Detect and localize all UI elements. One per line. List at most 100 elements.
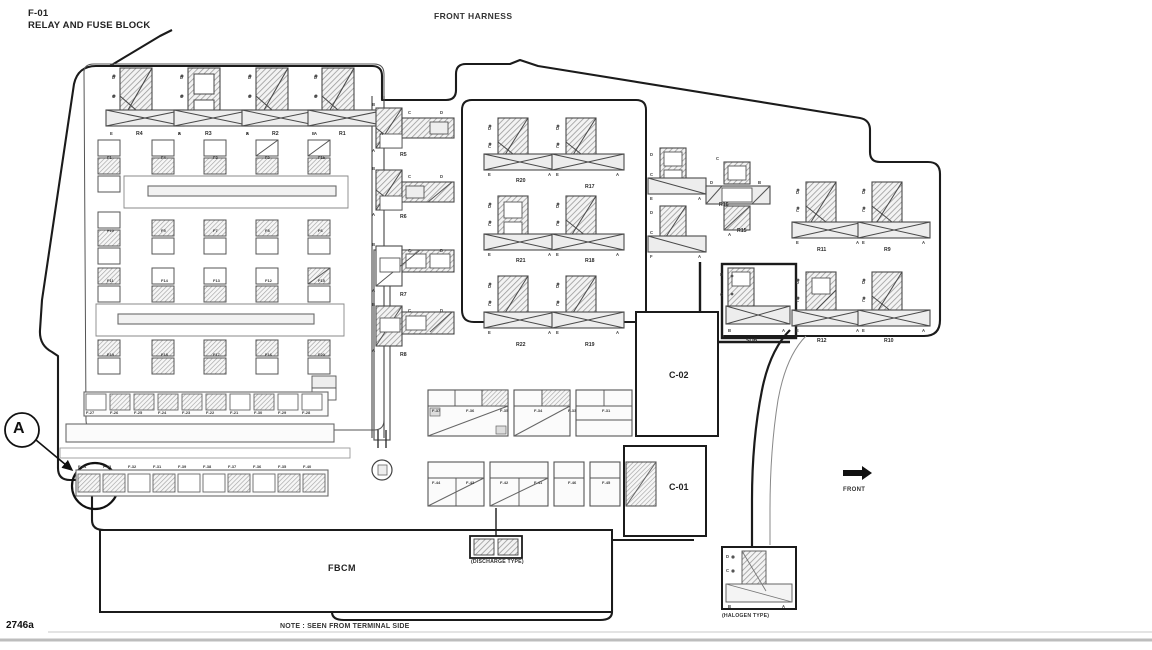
relay-label-r20: R20 <box>516 178 526 184</box>
terminal-letter: C <box>796 298 800 303</box>
terminal-letter: D <box>314 75 318 80</box>
callout-letter-a: A <box>13 420 25 437</box>
fbcm-label: FBCM <box>328 563 356 573</box>
terminal-letter: C <box>112 94 116 99</box>
terminal-letter: B <box>372 302 376 307</box>
terminal-letter: E <box>488 172 491 177</box>
terminal-letter: D <box>650 210 654 215</box>
terminal-letter: C <box>248 94 252 99</box>
relay-label-r5: R5 <box>400 152 407 158</box>
terminal-letter: C <box>720 292 724 297</box>
fuse-strip-upper-label-4: F-23 <box>182 410 191 415</box>
terminal-letter: A <box>380 131 384 136</box>
terminal-letter: D <box>796 190 800 195</box>
terminal-letter: A <box>698 254 702 259</box>
terminal-letter: E <box>488 252 491 257</box>
terminal-letter: D <box>726 554 730 559</box>
fuse-label-f20: F20 <box>318 352 325 357</box>
terminal-letter: A <box>782 328 786 333</box>
terminal-letter: E <box>488 330 491 335</box>
fuse-strip-upper-label-2: F-25 <box>134 410 143 415</box>
terminal-letter: C <box>488 144 492 149</box>
terminal-letter: A <box>372 148 376 153</box>
terminal-letter: D <box>862 280 866 285</box>
relay-label-r18: R18 <box>585 258 595 264</box>
terminal-letter: A <box>698 196 702 201</box>
fuse-strip-lower-label-7: F-36 <box>253 464 262 469</box>
terminal-letter: A <box>372 348 376 353</box>
fuse-label-f12: F12 <box>265 278 272 283</box>
terminal-letter: E <box>178 131 181 136</box>
fuse-label-f14: F14 <box>161 278 168 283</box>
terminal-letter: A <box>372 212 376 217</box>
fuse-label-f18: F18 <box>161 352 168 357</box>
terminal-letter: D <box>488 204 492 209</box>
terminal-letter: D <box>248 75 252 80</box>
title-code: F-01 <box>28 8 49 19</box>
fuse-label-f1: F1 <box>107 155 112 160</box>
center-cluster-upper-label-3: F-34 <box>534 408 543 413</box>
terminal-letter: C <box>556 222 560 227</box>
terminal-letter: D <box>488 126 492 131</box>
terminal-letter: D <box>440 174 444 179</box>
fuse-strip-lower-label-5: F-38 <box>203 464 212 469</box>
terminal-letter: C <box>408 174 412 179</box>
fuse-label-f1b: F1b <box>318 155 326 160</box>
terminal-side-note: NOTE : SEEN FROM TERMINAL SIDE <box>280 623 410 630</box>
terminal-letter: A <box>548 330 552 335</box>
relay-label-r7: R7 <box>400 292 407 298</box>
terminal-letter: C <box>556 144 560 149</box>
terminal-letter: A <box>728 232 732 237</box>
fuse-label-f8: F8 <box>265 228 270 233</box>
fuse-strip-lower-label-9: F-40 <box>303 464 312 469</box>
relay-label-r2: R2 <box>272 131 279 137</box>
relay-label-r15: R15 <box>737 228 747 234</box>
terminal-letter: A <box>246 131 250 136</box>
terminal-letter: E <box>796 240 799 245</box>
fuse-strip-lower-label-2: F-32 <box>128 464 137 469</box>
discharge-type-label: (DISCHARGE TYPE) <box>471 559 524 565</box>
center-cluster-upper-label-5: F-31 <box>602 408 611 413</box>
terminal-letter: C <box>556 302 560 307</box>
relay-label-r11: R11 <box>817 247 827 253</box>
page-title: F-01 RELAY AND FUSE BLOCK <box>28 8 150 32</box>
relay-label-r22: R22 <box>516 342 526 348</box>
title-name: RELAY AND FUSE BLOCK <box>28 19 151 31</box>
center-cluster-upper-label-2: F-35 <box>500 408 509 413</box>
fuse-label-f15: F15 <box>318 278 325 283</box>
terminal-letter: B <box>728 328 732 333</box>
terminal-letter: C <box>650 172 654 177</box>
terminal-letter: A <box>922 240 926 245</box>
fuse-label-f13: F13 <box>213 278 220 283</box>
terminal-letter: A <box>548 252 552 257</box>
relay-label-r10: R10 <box>884 338 894 344</box>
relay-label-r21: R21 <box>516 258 526 264</box>
terminal-letter: C <box>726 568 730 573</box>
center-cluster-lower-label-5: F-45 <box>602 480 611 485</box>
terminal-letter: D <box>488 284 492 289</box>
terminal-letter: D <box>710 180 714 185</box>
fuse-strip-upper-label-7: F-30 <box>254 410 263 415</box>
terminal-letter: D <box>112 75 116 80</box>
fuse-strip-upper-label-8: F-29 <box>278 410 287 415</box>
relay-label-r3: R3 <box>205 131 212 137</box>
terminal-letter: D <box>862 190 866 195</box>
terminal-letter: D <box>440 110 444 115</box>
relay-label-sob: SOB <box>746 338 758 344</box>
relay-label-r17: R17 <box>585 184 595 190</box>
connector-c02-label: C-02 <box>669 370 689 380</box>
connector-c01-label: C-01 <box>669 482 689 492</box>
terminal-letter: B <box>372 102 376 107</box>
relay-label-r9: R9 <box>884 247 891 253</box>
center-cluster-upper-label-0: F-37 <box>432 408 441 413</box>
fuse-label-f19: F19 <box>107 352 114 357</box>
terminal-letter: B <box>372 166 376 171</box>
terminal-letter: A <box>616 252 620 257</box>
relay-label-r8: R8 <box>400 352 407 358</box>
fuse-strip-lower-label-8: F-35 <box>278 464 287 469</box>
terminal-letter: F <box>650 254 653 259</box>
terminal-letter: A <box>782 604 786 609</box>
fuse-label-f2: F2 <box>265 155 270 160</box>
